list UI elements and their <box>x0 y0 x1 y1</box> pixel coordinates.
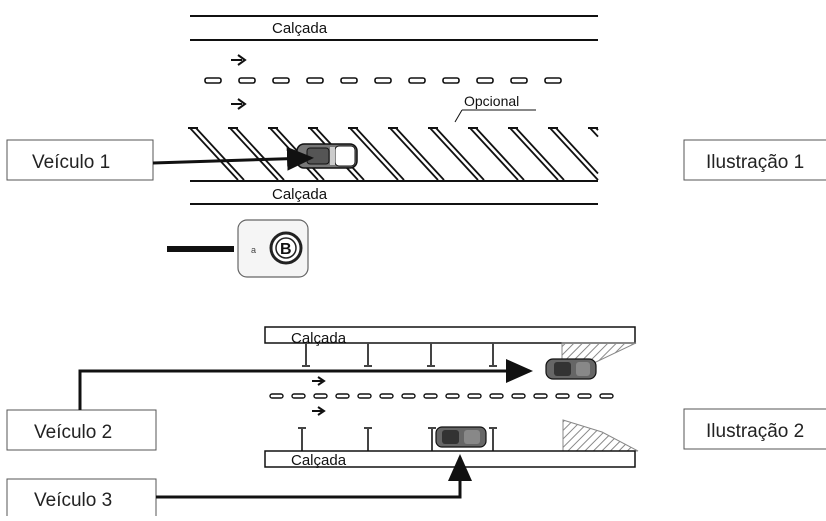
lane-dash <box>357 393 372 399</box>
illustration-1-title: Ilustração 1 <box>706 152 804 173</box>
lane-divider-dashes-2 <box>269 393 614 399</box>
lane-dash <box>445 393 460 399</box>
optional-leader <box>454 109 463 123</box>
stall-line <box>429 127 479 181</box>
stall-line <box>229 127 279 181</box>
curb-top-label: Calçada <box>272 20 328 37</box>
stall-line <box>389 127 439 181</box>
vehicle-3-label: Veículo 3 <box>34 490 112 511</box>
stall-line <box>395 127 445 181</box>
lane-dash <box>533 393 548 399</box>
lane-dash <box>238 77 256 84</box>
direction-arrow <box>231 54 247 66</box>
stall-line <box>589 127 599 138</box>
lane-dash <box>467 393 482 399</box>
stall-line <box>515 127 565 181</box>
illustration-2-title-box <box>683 408 826 450</box>
vehicle-2-label-box <box>6 409 157 451</box>
vehicle-1-label-box <box>6 139 154 181</box>
stall-line <box>509 127 559 181</box>
vehicle-2-label: Veículo 2 <box>34 422 112 443</box>
lane-dash <box>291 393 306 399</box>
lane-dash <box>510 77 528 84</box>
lane-dash <box>340 77 358 84</box>
lane-dash <box>313 393 328 399</box>
lane-dash <box>272 77 290 84</box>
stall-posts-top <box>302 343 497 367</box>
curb-bottom-label-2: Calçada <box>291 452 347 469</box>
stall-line <box>555 127 599 175</box>
direction-arrow <box>231 98 247 110</box>
badge-letter: B <box>280 241 292 258</box>
lane-dash <box>442 77 460 84</box>
lane-dash <box>555 393 570 399</box>
illustration-1-title-box <box>683 139 826 181</box>
stall-line <box>355 127 405 181</box>
direction-arrow <box>312 406 326 416</box>
lane-dash <box>379 393 394 399</box>
lane-dash <box>599 393 614 399</box>
stall-line <box>475 127 525 181</box>
hatched-zone-top <box>561 342 637 363</box>
lane-divider-dashes <box>204 77 562 84</box>
curb-bottom-label: Calçada <box>272 186 328 203</box>
stall-line <box>549 127 599 181</box>
optional-label: Opcional <box>464 93 519 109</box>
lane-dash <box>269 393 284 399</box>
stall-posts-bottom <box>298 427 497 451</box>
stall-line <box>469 127 519 181</box>
lane-dash <box>401 393 416 399</box>
stall-line <box>349 127 399 181</box>
vehicle-1-arrow <box>152 146 314 171</box>
direction-arrow <box>312 376 326 386</box>
parking-stalls <box>188 127 599 181</box>
vehicle-1-label: Veículo 1 <box>32 152 110 173</box>
lane-dash <box>489 393 504 399</box>
stall-line <box>235 127 285 181</box>
hatched-zone-bottom <box>562 419 639 452</box>
lane-dash <box>476 77 494 84</box>
svg-text:a: a <box>251 245 256 255</box>
vehicle-2-path <box>78 359 533 410</box>
lane-dash <box>511 393 526 399</box>
lane-dash <box>577 393 592 399</box>
lane-dash <box>374 77 392 84</box>
car-vehicle-1 <box>296 143 358 169</box>
vehicle-3-label-box <box>6 478 157 520</box>
curb-top-label-2: Calçada <box>291 330 347 347</box>
car-vehicle-3-target <box>435 426 487 448</box>
lane-dash <box>423 393 438 399</box>
stall-line <box>435 127 485 181</box>
camera-badge-icon: a B <box>237 219 309 278</box>
lane-dash <box>204 77 222 84</box>
vehicle-3-path <box>156 454 472 499</box>
illustration-2: Calçada <box>6 326 826 520</box>
stall-line <box>195 127 245 181</box>
car-parked-top <box>545 358 597 380</box>
curb-top-box <box>264 326 636 344</box>
lane-dash <box>544 77 562 84</box>
illustration-2-title: Ilustração 2 <box>706 421 804 442</box>
lane-dash <box>306 77 324 84</box>
lane-dash <box>335 393 350 399</box>
stall-line <box>189 127 239 181</box>
illustration-1: Calçada Opcional Calçada <box>6 15 826 278</box>
lane-dash <box>408 77 426 84</box>
